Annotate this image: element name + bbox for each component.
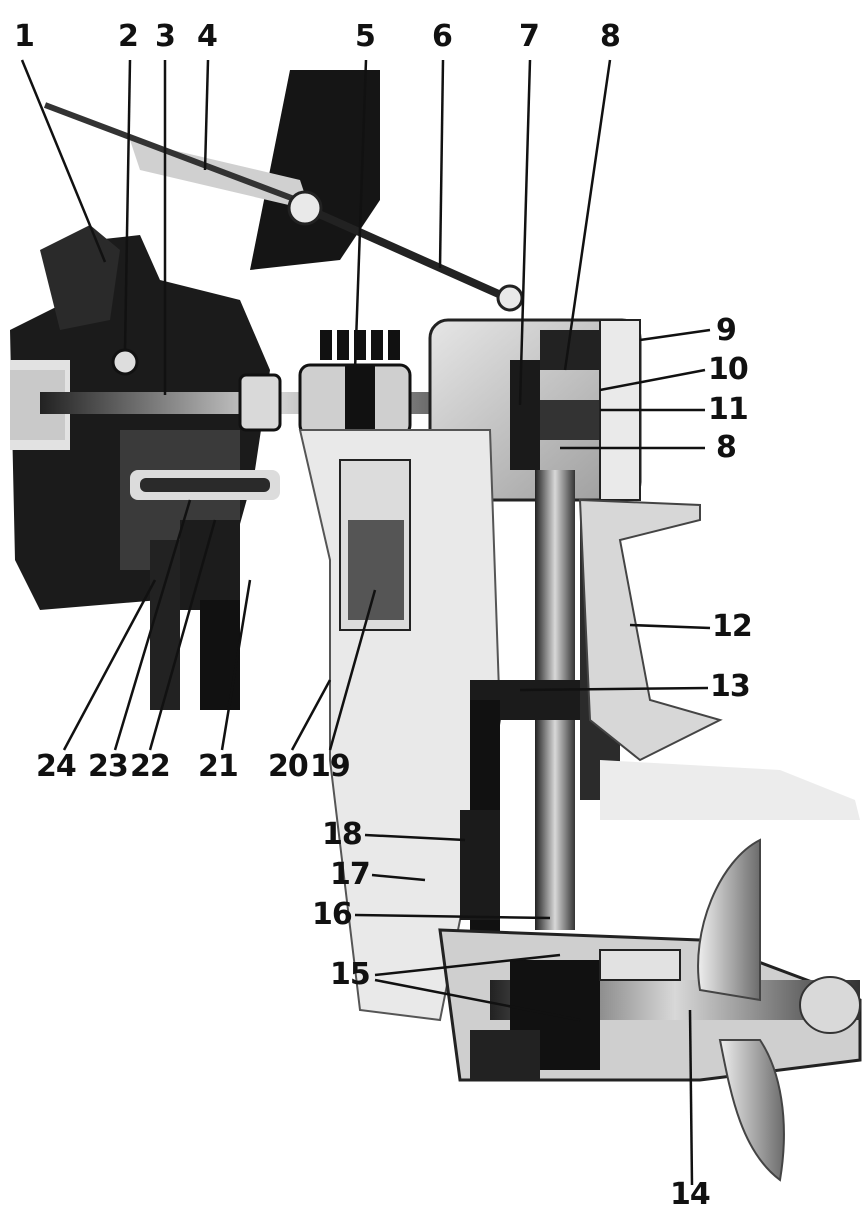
- callout-label-5: 5: [355, 19, 376, 54]
- callout-label-16: 16: [312, 897, 353, 932]
- callout-label-23: 23: [88, 749, 129, 784]
- callout-label-8-top: 8: [600, 19, 621, 54]
- callout-label-10: 10: [708, 352, 749, 387]
- callout-label-24: 24: [36, 749, 77, 784]
- callout-label-8-mid: 8: [716, 430, 737, 465]
- callout-label-22: 22: [130, 749, 171, 784]
- leader-lines: [20, 59, 711, 1186]
- callout-label-4: 4: [197, 19, 218, 54]
- callout-label-1: 1: [14, 19, 35, 54]
- callout-label-13: 13: [710, 669, 751, 704]
- callout-label-18: 18: [322, 817, 363, 852]
- callout-label-6: 6: [432, 19, 453, 54]
- callout-label-9: 9: [716, 313, 737, 348]
- callout-label-20: 20: [268, 749, 309, 784]
- callout-label-2: 2: [118, 19, 139, 54]
- callout-label-15: 15: [330, 957, 371, 992]
- callout-label-21: 21: [198, 749, 239, 784]
- callout-label-19: 19: [310, 749, 351, 784]
- callout-label-7: 7: [519, 19, 540, 54]
- callout-label-3: 3: [155, 19, 176, 54]
- callout-label-17: 17: [330, 857, 371, 892]
- callout-label-12: 12: [712, 609, 753, 644]
- callout-label-11: 11: [708, 392, 749, 427]
- machine-body: [10, 70, 862, 1182]
- callout-label-14: 14: [670, 1177, 711, 1212]
